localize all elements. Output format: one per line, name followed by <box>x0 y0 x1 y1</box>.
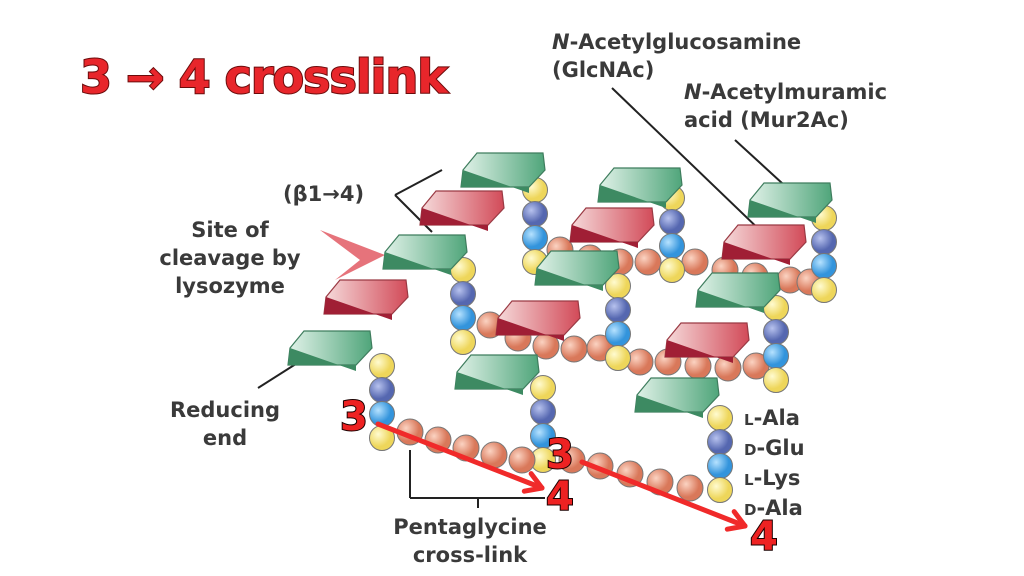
leader-line <box>394 194 433 233</box>
sugar-edge <box>288 348 356 371</box>
glutamate-residue <box>522 201 548 227</box>
lysine-residue <box>659 233 685 259</box>
glycine-residue <box>558 446 586 474</box>
lysine-residue <box>811 253 837 279</box>
murnac-italic: N <box>684 80 702 104</box>
cleavage-label: Site of cleavage by lysozyme <box>150 216 310 300</box>
sugar-edge <box>496 318 564 341</box>
crosslink-arrows <box>375 421 748 532</box>
residue-legend: L-Ala D-Glu L-Lys D-Ala <box>744 404 805 524</box>
glutamate-residue <box>605 297 631 323</box>
sugar-edge <box>420 208 488 231</box>
cleavage-arrow-icon <box>320 230 385 280</box>
residue-prefix: D <box>744 441 757 459</box>
alanine-position-4: 4 <box>545 473 575 521</box>
arrow-head-icon <box>521 485 545 494</box>
sugar-edge <box>570 225 638 248</box>
arrow-head-icon <box>528 471 545 491</box>
alanine-residue <box>763 367 789 393</box>
glycine-residue <box>626 348 654 376</box>
cleavage-line: Site of <box>191 218 269 242</box>
cleavage-line: lysozyme <box>175 274 285 298</box>
alanine-residue <box>605 345 631 371</box>
murnac-name: -Acetylmuramic <box>701 80 888 104</box>
sugar-edge <box>665 340 733 363</box>
lysine-residue <box>450 305 476 331</box>
reducing-line: end <box>202 426 248 450</box>
residue-prefix: L <box>744 471 754 489</box>
alanine-residue <box>707 405 733 431</box>
alanine-position-4: 4 <box>749 513 779 561</box>
lysine-residue <box>369 401 395 427</box>
lysine-residue <box>522 225 548 251</box>
cleavage-line: cleavage by <box>159 246 301 270</box>
murnac-abbr: acid (Mur2Ac) <box>684 108 849 132</box>
glcnac-label: N-Acetylglucosamine (GlcNAc) <box>552 28 801 84</box>
glcnac-italic: N <box>552 30 570 54</box>
sugar-edge <box>748 200 816 223</box>
glcnac-abbr: (GlcNAc) <box>552 58 655 82</box>
glutamate-residue <box>707 429 733 455</box>
alanine-residue <box>707 477 733 503</box>
lysine-residue <box>763 343 789 369</box>
sugar-edge <box>696 290 764 313</box>
pentaglycine-label: Pentaglycine cross-link <box>370 513 570 569</box>
residue-name: -Lys <box>753 466 801 490</box>
glycine-residue <box>634 248 662 276</box>
title: 3 → 4 crosslink <box>79 49 449 105</box>
residue-prefix: L <box>744 411 754 429</box>
glutamate-residue <box>811 229 837 255</box>
leader-line <box>394 169 443 196</box>
pentaglycine-line: Pentaglycine <box>393 515 547 539</box>
alanine-residue <box>659 257 685 283</box>
residue-l-lys: L-Lys <box>744 464 805 494</box>
crosslink-arrow <box>579 459 748 529</box>
sugar-edge <box>598 185 666 208</box>
crosslink-arrow <box>375 421 545 491</box>
lysine-residue <box>605 321 631 347</box>
residue-name: -Ala <box>756 496 803 520</box>
glycine-residue <box>681 248 709 276</box>
glcnac-name: -Acetylglucosamine <box>569 30 802 54</box>
sugar-edge <box>324 297 392 320</box>
alanine-residue <box>450 329 476 355</box>
residue-prefix: D <box>744 501 757 519</box>
reducing-end-label: Reducing end <box>160 396 290 452</box>
sugar-edge <box>635 395 703 418</box>
glutamate-residue <box>369 377 395 403</box>
residue-name: -Glu <box>756 436 805 460</box>
alanine-residue <box>811 277 837 303</box>
residue-l-ala: L-Ala <box>744 404 805 434</box>
residue-d-glu: D-Glu <box>744 434 805 464</box>
glycine-residue <box>508 446 536 474</box>
residue-name: -Ala <box>753 406 800 430</box>
leader-lines <box>257 87 796 508</box>
glycine-residue <box>676 474 704 502</box>
pentaglycine-line: cross-link <box>412 543 528 567</box>
glutamate-residue <box>659 209 685 235</box>
arrow-head-icon <box>724 523 748 532</box>
alanine-residue <box>369 353 395 379</box>
glutamate-residue <box>763 319 789 345</box>
beta-bond-label: (β1→4) <box>283 182 365 206</box>
leader-line <box>611 87 766 236</box>
sugar-edge <box>455 372 523 395</box>
reducing-line: Reducing <box>169 398 281 422</box>
glutamate-residue <box>450 281 476 307</box>
alanine-residue <box>530 375 556 401</box>
sugar-edge <box>461 170 529 193</box>
sugar-edge <box>722 242 790 265</box>
arrow-head-icon <box>731 509 748 529</box>
residue-d-ala: D-Ala <box>744 494 805 524</box>
lysine-residue <box>707 453 733 479</box>
lysine-position-3: 3 <box>545 431 575 479</box>
lysine-position-3: 3 <box>339 393 369 441</box>
glycine-residue <box>560 335 588 363</box>
murnac-label: N-Acetylmuramic acid (Mur2Ac) <box>684 78 887 134</box>
glutamate-residue <box>530 399 556 425</box>
sugar-edge <box>383 252 451 275</box>
sugar-edge <box>535 268 603 291</box>
